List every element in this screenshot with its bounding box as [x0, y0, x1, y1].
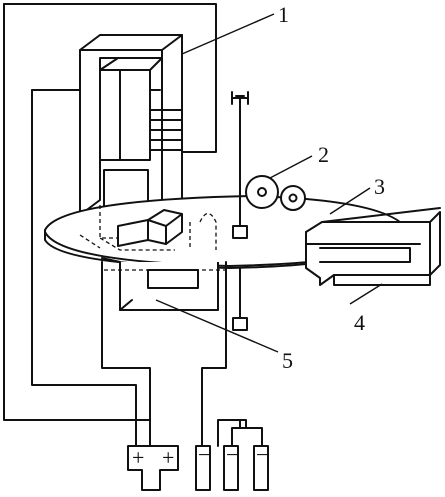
hidden-pole-pieces: [79, 205, 217, 251]
label-4: 4: [354, 310, 365, 335]
terminal-minus-2: −: [226, 442, 238, 467]
terminal-plus-left: +: [132, 445, 144, 470]
terminal-minus-3: −: [256, 442, 268, 467]
rotor-spindle: [231, 91, 249, 331]
counting-gears: [245, 175, 306, 211]
current-circuit-wires: [101, 261, 263, 447]
label-1: 1: [278, 2, 289, 27]
current-electromagnet: [101, 257, 230, 311]
label-5: 5: [282, 348, 293, 373]
terminal-minus-1: −: [198, 442, 210, 467]
label-2: 2: [318, 142, 329, 167]
terminal-block: + + − − −: [127, 442, 269, 491]
braking-magnet: [305, 207, 441, 286]
leader-lines: [155, 13, 383, 353]
voltage-electromagnet: [79, 34, 183, 221]
label-3: 3: [374, 174, 385, 199]
terminal-plus-right: +: [162, 445, 174, 470]
